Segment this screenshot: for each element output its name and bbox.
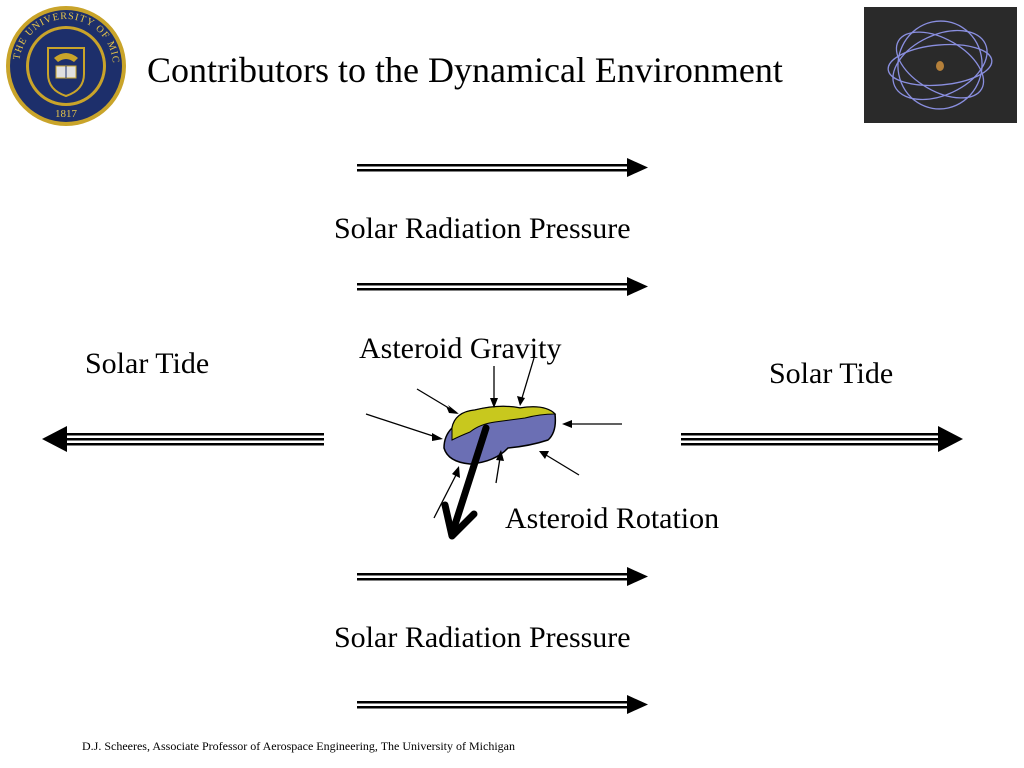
srp-arrow-3 — [357, 567, 648, 586]
srp-arrow-1 — [357, 158, 648, 177]
slide-footer: D.J. Scheeres, Associate Professor of Ae… — [82, 739, 516, 753]
rotation-arrow — [441, 424, 490, 540]
university-seal-logo: THE UNIVERSITY OF MICHIGAN 1817 — [4, 4, 126, 126]
slide-title: Contributors to the Dynamical Environmen… — [147, 50, 783, 90]
label-solar-tide-left: Solar Tide — [85, 347, 210, 380]
gravity-arrows — [365, 357, 622, 519]
srp-arrow-4 — [357, 695, 648, 714]
srp-arrow-2 — [357, 277, 648, 296]
label-asteroid-gravity: Asteroid Gravity — [359, 332, 562, 365]
seal-year: 1817 — [55, 108, 78, 120]
label-solar-radiation-pressure-top: Solar Radiation Pressure — [334, 212, 631, 245]
solar-tide-arrow-left — [42, 426, 324, 452]
solar-tide-arrow-right — [681, 426, 963, 452]
label-asteroid-rotation: Asteroid Rotation — [505, 502, 720, 535]
label-solar-tide-right: Solar Tide — [769, 357, 894, 390]
orbit-thumbnail-image — [864, 7, 1017, 123]
label-solar-radiation-pressure-bottom: Solar Radiation Pressure — [334, 621, 631, 654]
asteroid-shape — [443, 405, 557, 465]
